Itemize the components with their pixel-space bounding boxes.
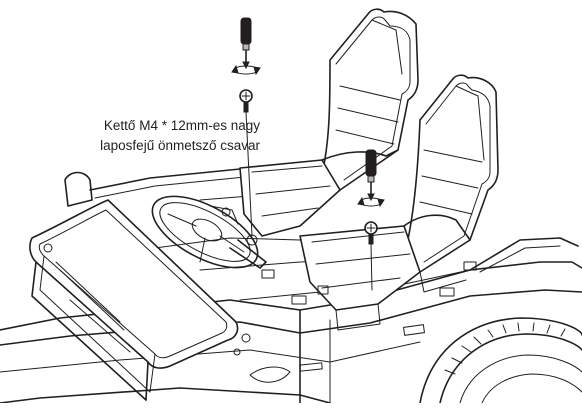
front-seat (239, 8, 419, 237)
caption-line-1: Kettő M4 * 12mm-es nagy (103, 118, 260, 133)
screw-instruction-caption: Kettő M4 * 12mm-es nagy laposfejű önmets… (40, 116, 260, 156)
screwdriver-icon (365, 149, 377, 202)
rotation-arrow-icon (231, 64, 261, 76)
rotation-arrow-icon (357, 196, 385, 208)
interior-fittings (233, 261, 477, 383)
rear-wheel (419, 317, 582, 404)
screw-head-icon (364, 221, 378, 291)
caption-line-2: laposfejű önmetsző csavar (100, 138, 260, 153)
screw-head-icon (239, 89, 253, 237)
front-hood (29, 199, 239, 401)
rear-seat (299, 74, 499, 331)
screwdriver-icon (240, 17, 252, 70)
